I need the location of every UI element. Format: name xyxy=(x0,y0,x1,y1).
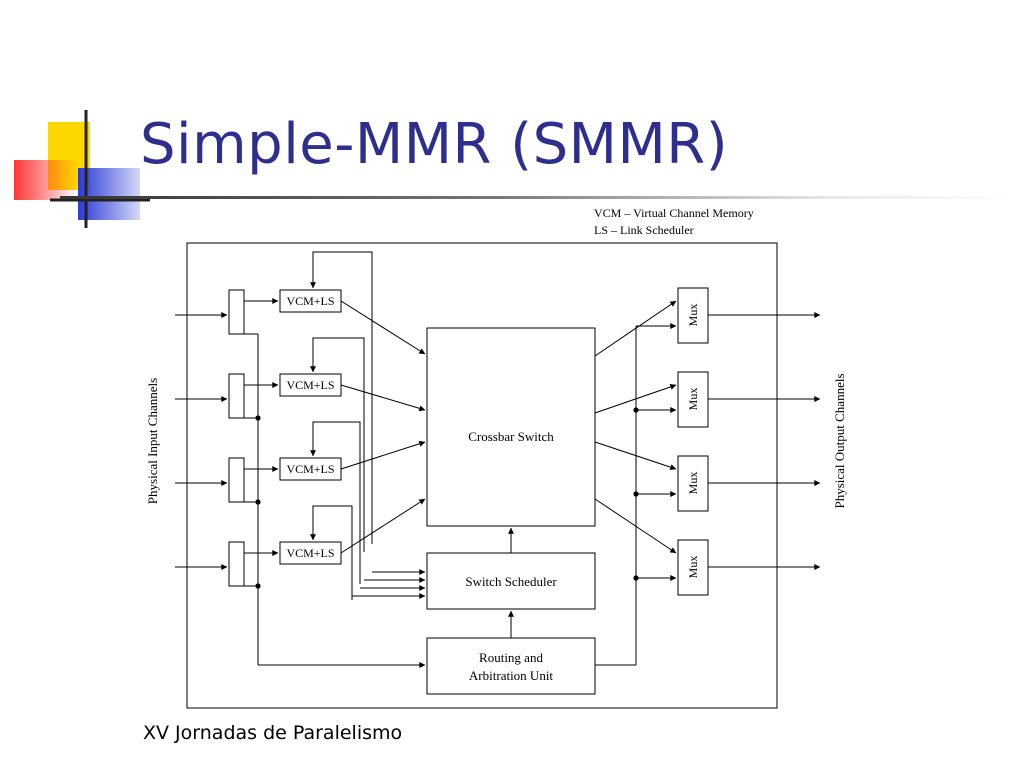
mux-label-3: Mux xyxy=(686,472,700,495)
slide-logo xyxy=(14,110,150,228)
slide-footer: XV Jornadas de Paralelismo xyxy=(143,722,403,744)
input-demux-1 xyxy=(228,289,245,335)
input-demux-3 xyxy=(228,457,245,503)
vcm-ls-label-3: VCM+LS xyxy=(286,462,334,476)
routing-label-line1: Routing and xyxy=(479,650,543,665)
legend-ls: LS – Link Scheduler xyxy=(594,223,694,237)
vcm-ls-label-4: VCM+LS xyxy=(286,546,334,560)
routing-arbitration-block xyxy=(426,637,596,695)
title-divider xyxy=(60,196,1024,199)
vcm-ls-label-1: VCM+LS xyxy=(286,294,334,308)
vcm-ls-label-2: VCM+LS xyxy=(286,378,334,392)
router-frame xyxy=(186,242,778,709)
mux-label-1: Mux xyxy=(686,304,700,327)
input-channels-label: Physical Input Channels xyxy=(145,378,160,504)
switch-scheduler-label: Switch Scheduler xyxy=(465,574,557,589)
crossbar-switch-block xyxy=(426,327,596,527)
legend-vcm: VCM – Virtual Channel Memory xyxy=(594,206,754,220)
slide-title: Simple-MMR (SMMR) xyxy=(140,112,729,177)
input-demux-2 xyxy=(228,373,245,419)
mux-label-2: Mux xyxy=(686,388,700,411)
routing-label-line2: Arbitration Unit xyxy=(469,668,554,683)
input-demux-4 xyxy=(228,541,245,587)
crossbar-switch-label: Crossbar Switch xyxy=(468,429,554,444)
mux-label-4: Mux xyxy=(686,556,700,579)
output-channels-label: Physical Output Channels xyxy=(832,373,847,508)
